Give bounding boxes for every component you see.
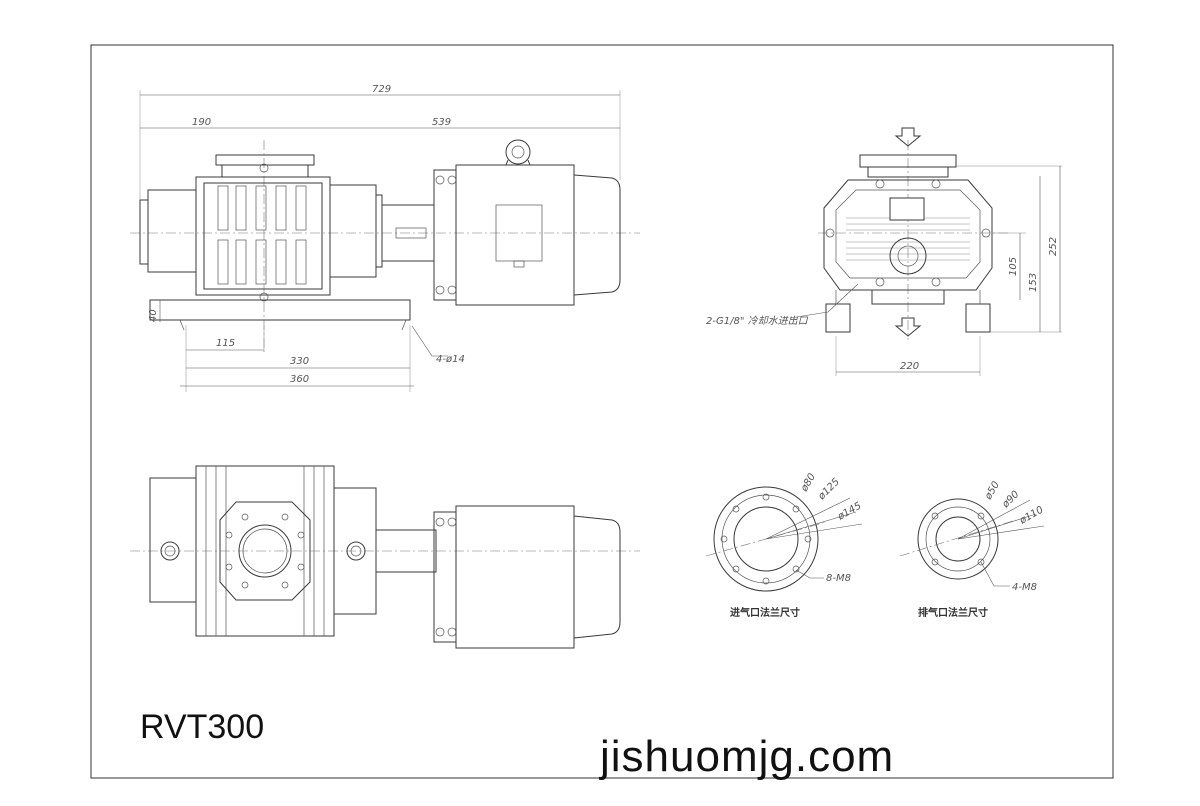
side-view: 252 153 105 220 2-G1/8" 冷却水进出口 <box>706 127 1062 376</box>
inlet-bolts: 8-M8 <box>826 573 851 584</box>
cooling-port-label: 2-G1/8" 冷却水进出口 <box>706 315 809 327</box>
model-name: RVT300 <box>140 708 265 746</box>
dim-height-153: 153 <box>1028 273 1039 292</box>
outlet-flange-detail: ø50 ø90 ø110 4-M8 排气口法兰尺寸 <box>899 480 1045 619</box>
dim-pump-length: 190 <box>192 117 211 128</box>
dim-foot-b: 330 <box>290 356 309 367</box>
dim-overall-length: 729 <box>372 84 391 95</box>
outlet-d-bolt: ø90 <box>1000 489 1022 511</box>
outlet-d-inner: ø50 <box>983 480 1002 503</box>
dim-base-length: 360 <box>290 374 309 385</box>
inlet-d-bolt: ø125 <box>816 477 842 503</box>
outlet-flange-title: 排气口法兰尺寸 <box>918 606 988 619</box>
inlet-d-inner: ø80 <box>799 472 818 495</box>
dim-motor-length: 539 <box>432 117 451 128</box>
dim-foot-holes: 4-ø14 <box>436 354 465 365</box>
dim-base-height: 40 <box>148 309 159 322</box>
inlet-flange-title: 进气口法兰尺寸 <box>730 606 800 619</box>
front-view: 729 190 539 40 115 330 360 4-ø14 <box>130 84 640 392</box>
inlet-flange-detail: ø80 ø125 ø145 8-M8 进气口法兰尺寸 <box>705 472 863 619</box>
drawing-frame <box>90 44 1114 779</box>
top-view <box>130 465 640 649</box>
inlet-d-outer: ø145 <box>835 500 863 523</box>
outlet-d-outer: ø110 <box>1017 504 1045 527</box>
dim-height-total: 252 <box>1048 237 1059 256</box>
outlet-bolts: 4-M8 <box>1012 582 1037 593</box>
dim-foot-a: 115 <box>216 338 235 349</box>
website-watermark: jishuomjg.com <box>600 732 895 781</box>
dim-width: 220 <box>900 361 919 372</box>
dim-height-105: 105 <box>1008 257 1019 276</box>
